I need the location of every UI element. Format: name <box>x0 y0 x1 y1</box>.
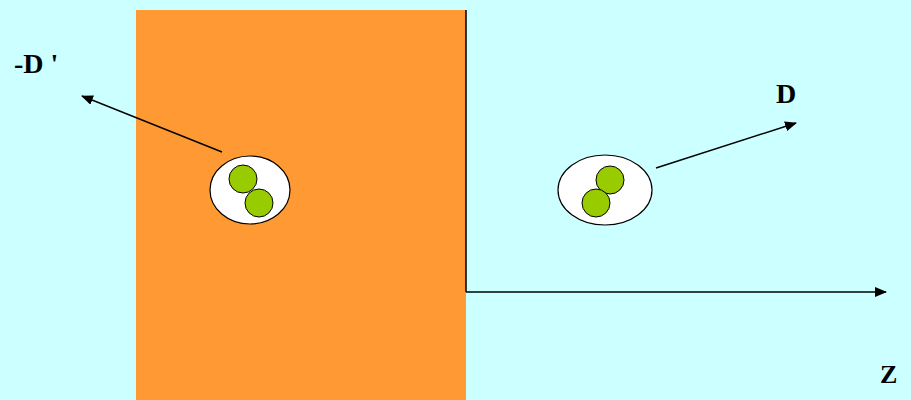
dipole-arrow <box>82 96 222 152</box>
z-axis <box>466 291 886 293</box>
surface-line <box>465 10 467 292</box>
image-deuteron <box>210 156 290 224</box>
dipole-label: D <box>776 80 796 108</box>
axis-label: Z <box>880 362 897 388</box>
deuteron <box>558 155 652 225</box>
material-slab <box>136 10 466 400</box>
dipole-arrow <box>656 123 796 168</box>
dipole-label: -D ' <box>14 50 58 78</box>
